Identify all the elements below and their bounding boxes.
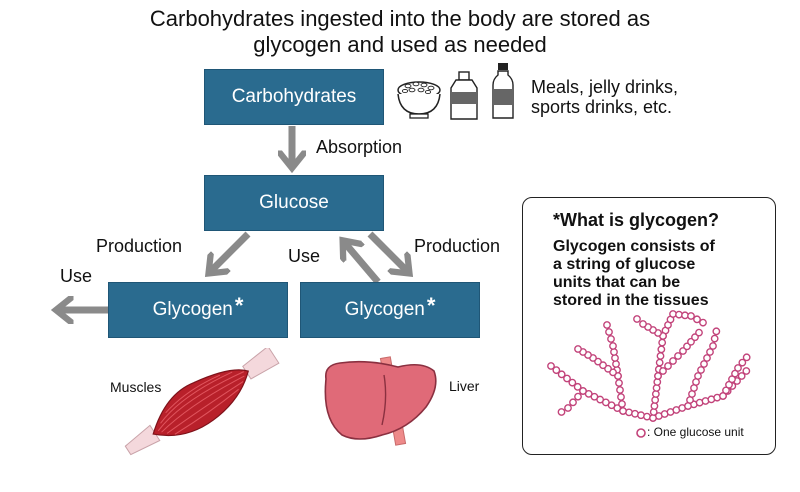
glycogen-structure [547, 310, 751, 422]
glucose-unit [557, 370, 566, 379]
use-label-left: Use [60, 266, 93, 286]
glycogen-muscle-box: Glycogen * [108, 282, 288, 338]
glucose-unit-icon [636, 428, 646, 438]
glucose-unit [664, 362, 672, 370]
carbohydrates-box: Carbohydrates [204, 69, 384, 125]
glucose-unit [609, 342, 617, 350]
diagram-title: Carbohydrates ingested into the body are… [0, 6, 800, 58]
glycogen-liver-label: Glycogen [344, 299, 425, 320]
glucose-unit [738, 358, 747, 367]
glucose-unit [706, 348, 714, 356]
glucose-unit [616, 386, 624, 394]
glycogen-info-title: *What is glycogen? [553, 210, 720, 230]
glycogen-info-line-4: stored in the tissues [553, 292, 709, 309]
glucose-unit [607, 335, 615, 343]
glucose-unit [574, 345, 582, 353]
glucose-unit [734, 364, 742, 372]
jelly-drink-icon [450, 71, 478, 120]
liver-label: Liver [449, 378, 480, 394]
production-arrow-right [367, 231, 408, 272]
glucose-unit [614, 372, 622, 380]
meals-label-line-1: Meals, jelly drinks, [531, 77, 679, 97]
muscles-label: Muscles [110, 379, 162, 395]
glucose-unit-legend: : One glucose unit [647, 425, 744, 439]
production-label-left: Production [96, 236, 183, 256]
glucose-unit [655, 358, 664, 367]
glucose-unit [609, 368, 617, 377]
glycogen-liver-asterisk: * [426, 293, 436, 318]
glucose-unit [658, 338, 667, 347]
glucose-unit [694, 372, 702, 380]
glucose-unit [568, 378, 577, 387]
glycogen-info-line-1: Glycogen consists of [553, 238, 715, 255]
glycogen-muscle-label: Glycogen [152, 299, 233, 320]
use-label-middle: Use [288, 246, 321, 266]
glucose-unit [617, 393, 625, 401]
glycogen-liver-box: Glycogen * [300, 282, 480, 338]
glucose-unit [709, 342, 717, 350]
glucose-unit [674, 352, 682, 360]
glucose-unit [699, 318, 707, 327]
glucose-unit [599, 361, 607, 370]
glucose-unit [697, 366, 705, 374]
glycogen-muscle-asterisk: * [234, 293, 244, 318]
glucose-unit [669, 357, 677, 365]
rice-bowl-icon [397, 81, 441, 119]
glucose-unit [659, 367, 667, 375]
glucose-unit [579, 387, 587, 395]
glucose-unit [656, 352, 665, 360]
glucose-unit [563, 374, 571, 383]
glucose-unit [604, 364, 612, 373]
muscle-icon [124, 348, 280, 456]
glucose-unit [742, 353, 751, 362]
glucose-unit [564, 404, 572, 412]
glucose-unit [710, 334, 719, 343]
title-line-2: glycogen and used as needed [253, 32, 547, 57]
glucose-unit [547, 362, 555, 370]
glucose-unit [573, 382, 582, 391]
carbohydrates-label: Carbohydrates [231, 86, 357, 107]
glucose-label: Glucose [259, 192, 329, 213]
glucose-unit [552, 366, 561, 375]
glucose-unit [633, 315, 641, 323]
glucose-unit [615, 379, 623, 387]
glucose-unit [695, 328, 703, 337]
absorption-label: Absorption [316, 137, 403, 157]
glycogen-info-panel: *What is glycogen? Glycogen consists of … [522, 197, 776, 455]
glucose-unit [742, 367, 751, 375]
glucose-unit [703, 354, 711, 362]
use-arrow-middle [344, 242, 381, 285]
glucose-unit [693, 315, 701, 324]
production-arrow-left [210, 231, 251, 272]
glycogen-info-line-3: units that can be [553, 274, 681, 291]
meals-label-line-2: sports drinks, etc. [531, 97, 673, 117]
glucose-unit [574, 392, 582, 401]
glucose-unit [569, 398, 577, 407]
glucose-unit [687, 312, 695, 320]
glucose-unit [712, 327, 721, 336]
glycogen-info-line-2: a string of glucose [553, 256, 696, 273]
glucose-unit [639, 320, 647, 328]
glucose-unit [605, 328, 613, 336]
glucose-box: Glucose [204, 175, 384, 231]
sports-drink-icon [492, 63, 514, 119]
title-line-1: Carbohydrates ingested into the body are… [149, 6, 651, 31]
glucose-unit [618, 400, 626, 408]
glucose-unit [700, 360, 708, 368]
liver-icon [324, 356, 437, 446]
glucose-unit [654, 372, 662, 380]
glucose-unit [657, 345, 666, 354]
glucose-unit [557, 408, 566, 416]
glucose-unit [619, 407, 627, 415]
production-label-right: Production [414, 236, 501, 256]
glucose-unit [594, 357, 602, 366]
glucose-unit [737, 372, 746, 380]
glucose-unit [603, 321, 611, 329]
